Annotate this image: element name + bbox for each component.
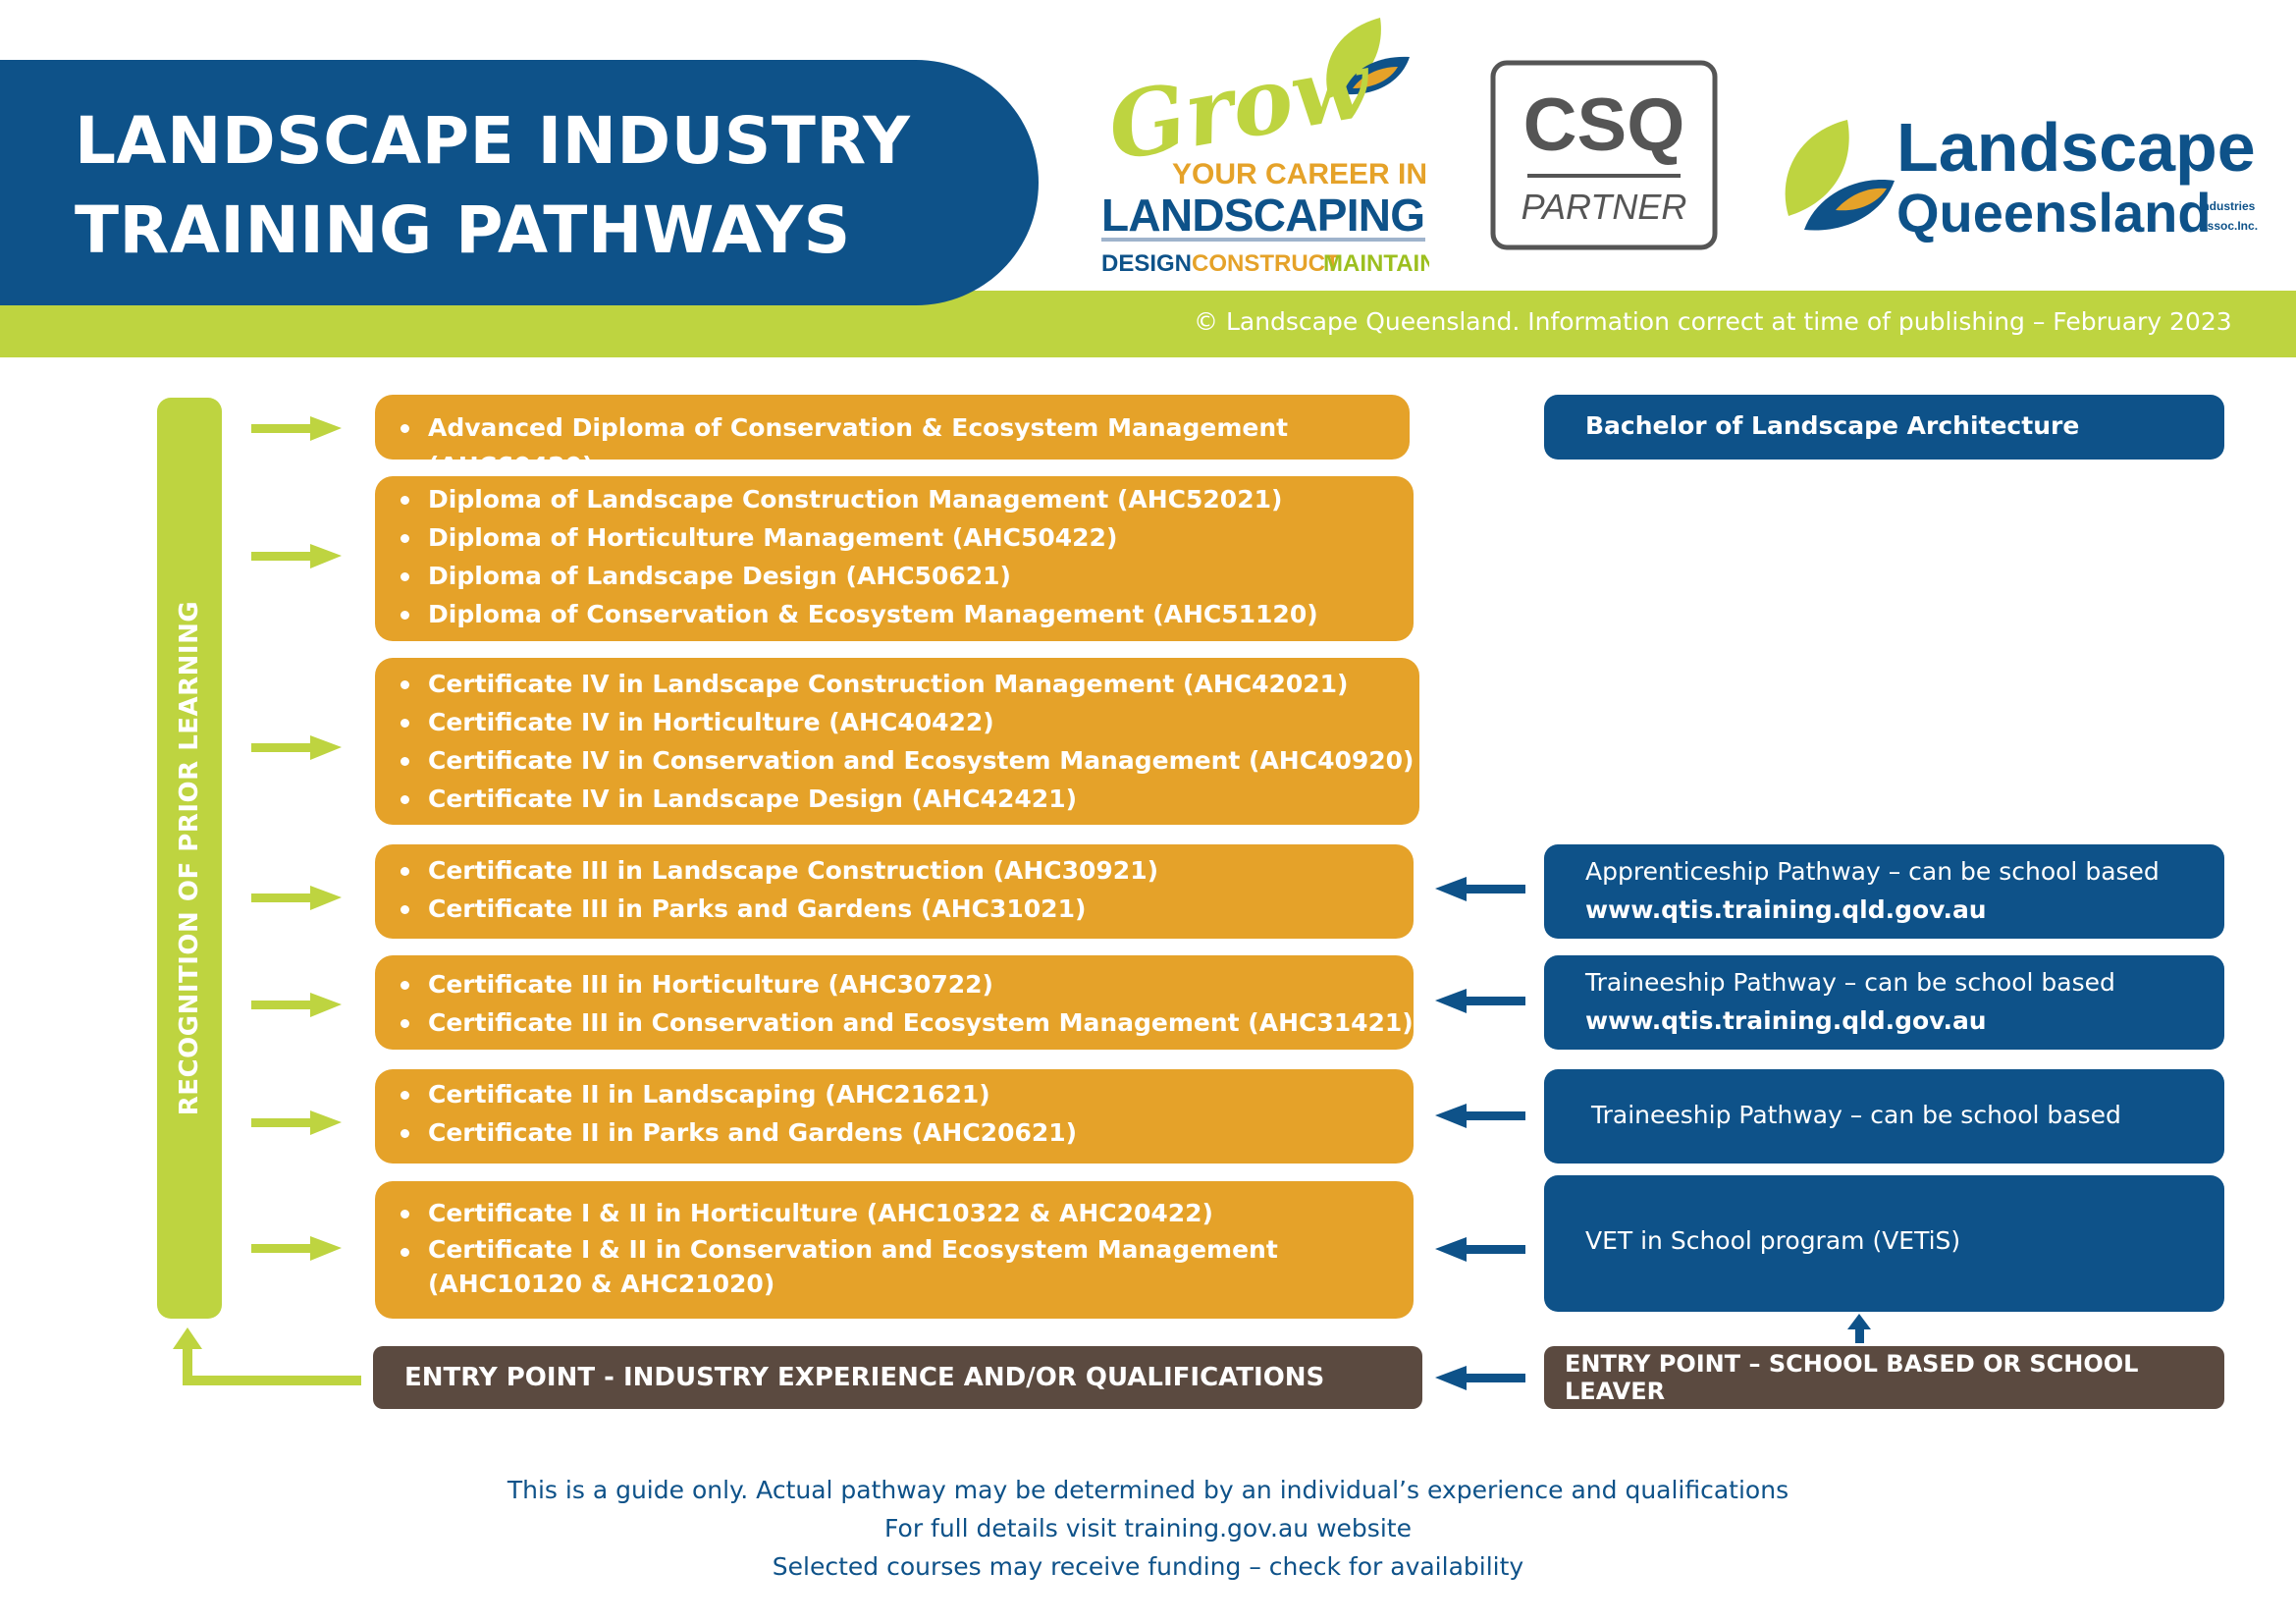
arrow-from-traineeship2 (1435, 1104, 1525, 1128)
svg-text:CONSTRUCT: CONSTRUCT (1192, 250, 1340, 275)
arrow-from-vetis (1435, 1237, 1525, 1262)
copyright-notice: © Landscape Queensland. Information corr… (1194, 307, 2232, 336)
arrow-up-to-vetis (1847, 1314, 1871, 1343)
course-item: Certificate III in Conservation and Ecos… (400, 1003, 1414, 1042)
course-item: Certificate III in Landscape Constructio… (400, 851, 1414, 890)
course-item: Certificate I & II in Horticulture (AHC1… (400, 1194, 1414, 1232)
course-box-cert1: Certificate I & II in Horticulture (AHC1… (375, 1181, 1414, 1319)
arrow-entry-to-rpl (173, 1327, 361, 1385)
course-box-cert3b: Certificate III in Horticulture (AHC3072… (375, 955, 1414, 1050)
page-title-line2: TRAINING PATHWAYS (75, 192, 851, 268)
course-item: Certificate IV in Conservation and Ecosy… (400, 741, 1419, 780)
arrow-to-diplomas (251, 544, 342, 568)
arrow-from-traineeship1 (1435, 989, 1525, 1013)
arrow-to-adv-diploma (251, 416, 342, 441)
svg-text:YOUR CAREER IN: YOUR CAREER IN (1172, 158, 1427, 190)
course-item: Certificate III in Parks and Gardens (AH… (400, 890, 1414, 928)
course-item: Diploma of Landscape Construction Manage… (400, 480, 1414, 518)
course-box-cert2: Certificate II in Landscaping (AHC21621)… (375, 1069, 1414, 1164)
landscape-queensland-logo: Landscape Queensland Industries Assoc.In… (1785, 109, 2258, 244)
svg-text:CSQ: CSQ (1523, 83, 1685, 167)
svg-text:Queensland: Queensland (1896, 182, 2212, 244)
course-box-diplomas: Diploma of Landscape Construction Manage… (375, 476, 1414, 641)
apprenticeship-url: www.qtis.training.qld.gov.au (1585, 895, 1987, 924)
pathway-box-bachelor: Bachelor of Landscape Architecture (1544, 395, 2224, 460)
pathway-box-traineeship: Traineeship Pathway – can be school base… (1544, 955, 2224, 1050)
svg-text:Assoc.Inc.: Assoc.Inc. (2199, 219, 2258, 233)
svg-text:Landscape: Landscape (1896, 109, 2256, 186)
entry-point-industry-label: ENTRY POINT - INDUSTRY EXPERIENCE AND/OR… (404, 1363, 1325, 1392)
entry-point-industry: ENTRY POINT - INDUSTRY EXPERIENCE AND/OR… (373, 1346, 1422, 1409)
course-item: Certificate I & II in Conservation and E… (400, 1232, 1414, 1301)
course-box-cert4: Certificate IV in Landscape Construction… (375, 658, 1419, 825)
grow-career-logo: Grow YOUR CAREER IN LANDSCAPING DESIGN C… (1100, 18, 1429, 275)
csq-partner-logo: CSQ PARTNER (1490, 60, 1718, 250)
arrow-from-school-entry (1435, 1366, 1525, 1390)
svg-text:Industries: Industries (2199, 199, 2256, 213)
footer-funding: Selected courses may receive funding – c… (772, 1552, 1524, 1581)
svg-text:DESIGN: DESIGN (1101, 250, 1192, 275)
rpl-bar (157, 398, 222, 1319)
pathway-box-vetis: VET in School program (VETiS) (1544, 1175, 2224, 1312)
traineeship-label: Traineeship Pathway – can be school base… (1585, 968, 2115, 997)
course-box-adv-diploma: Advanced Diploma of Conservation & Ecosy… (375, 395, 1410, 480)
course-item: Advanced Diploma of Conservation & Ecosy… (400, 408, 1410, 485)
course-item: Certificate II in Parks and Gardens (AHC… (400, 1113, 1414, 1152)
svg-text:PARTNER: PARTNER (1522, 187, 1687, 227)
course-item: Certificate IV in Landscape Construction… (400, 665, 1419, 703)
entry-point-school-label: ENTRY POINT – SCHOOL BASED OR SCHOOL LEA… (1565, 1350, 2139, 1405)
traineeship-url: www.qtis.training.qld.gov.au (1585, 1006, 1987, 1035)
course-item-line: Certificate I & II in Conservation and E… (428, 1235, 1278, 1264)
page-title-line1: LANDSCAPE INDUSTRY (75, 103, 911, 179)
arrow-to-cert1 (251, 1236, 342, 1261)
arrow-to-cert3a (251, 886, 342, 910)
course-item-line: (AHC10120 & AHC21020) (428, 1270, 775, 1298)
course-item: Certificate II in Landscaping (AHC21621) (400, 1075, 1414, 1113)
course-item: Certificate III in Horticulture (AHC3072… (400, 965, 1414, 1003)
pathway-box-apprenticeship: Apprenticeship Pathway – can be school b… (1544, 844, 2224, 939)
traineeship-school-label: Traineeship Pathway – can be school base… (1591, 1101, 2121, 1129)
footer-details: For full details visit training.gov.au w… (884, 1514, 1412, 1543)
green-arrows (251, 416, 342, 1261)
bachelor-label: Bachelor of Landscape Architecture (1585, 411, 2080, 440)
pathway-box-traineeship-school: Traineeship Pathway – can be school base… (1544, 1069, 2224, 1164)
footer-disclaimer: This is a guide only. Actual pathway may… (507, 1476, 1789, 1504)
vetis-label: VET in School program (VETiS) (1585, 1226, 1961, 1255)
arrow-to-cert4 (251, 735, 342, 760)
course-item: Certificate IV in Landscape Design (AHC4… (400, 780, 1419, 818)
course-item: Diploma of Conservation & Ecosystem Mana… (400, 595, 1414, 633)
apprenticeship-label: Apprenticeship Pathway – can be school b… (1585, 857, 2160, 886)
title-banner (0, 60, 1039, 305)
course-box-cert3a: Certificate III in Landscape Constructio… (375, 844, 1414, 939)
svg-text:MAINTAIN: MAINTAIN (1323, 250, 1429, 275)
page-title: LANDSCAPE INDUSTRY TRAINING PATHWAYS (75, 96, 910, 275)
course-item: Certificate IV in Horticulture (AHC40422… (400, 703, 1419, 741)
course-item: Diploma of Horticulture Management (AHC5… (400, 518, 1414, 557)
navy-arrows (1435, 877, 1871, 1390)
course-item: Diploma of Landscape Design (AHC50621) (400, 557, 1414, 595)
entry-point-school: ENTRY POINT – SCHOOL BASED OR SCHOOL LEA… (1544, 1346, 2224, 1409)
svg-text:LANDSCAPING: LANDSCAPING (1101, 189, 1425, 241)
arrow-to-cert2 (251, 1110, 342, 1135)
arrow-from-apprenticeship (1435, 877, 1525, 901)
arrow-to-cert3b (251, 993, 342, 1017)
